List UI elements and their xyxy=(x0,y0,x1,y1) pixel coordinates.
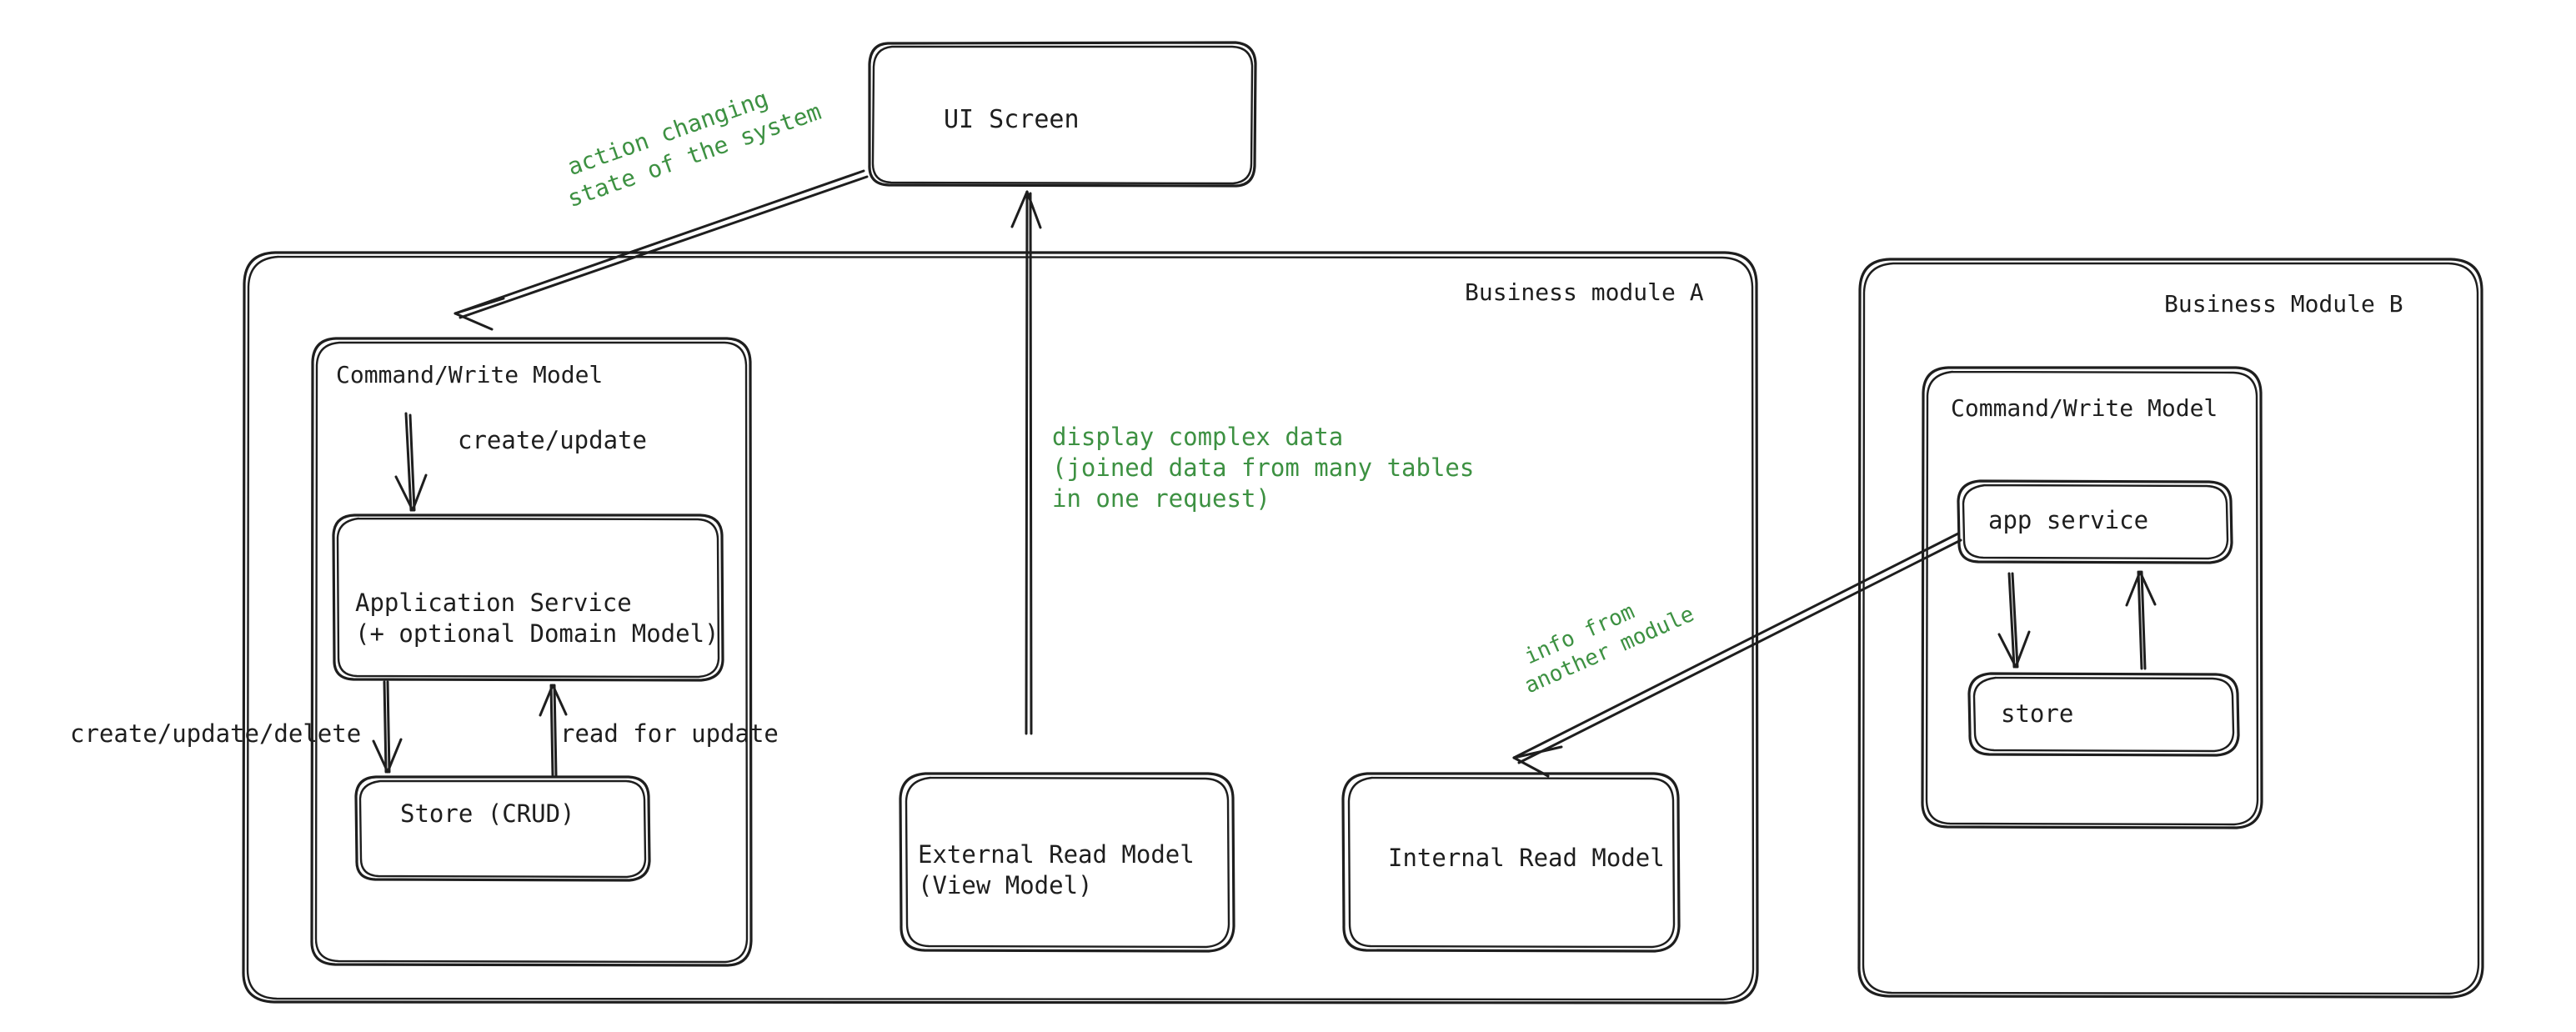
business-module-b-container-shape xyxy=(1857,258,2484,999)
arrow-create-update xyxy=(394,412,428,512)
module-b-command-write-container-shape xyxy=(1921,366,2263,829)
business-module-a-title: Business module A xyxy=(1465,278,1704,306)
arrow-create-update-delete xyxy=(372,680,403,774)
module-a-command-write-model-label: Command/Write Model xyxy=(336,361,604,388)
module-b-command-write-model-label: Command/Write Model xyxy=(1951,394,2218,422)
internal-read-model-label: Internal Read Model xyxy=(1388,844,1665,872)
store-label: store xyxy=(2001,699,2074,728)
external-read-model-label-line1: External Read Model xyxy=(918,840,1195,869)
create-update-delete-edge-label: create/update/delete xyxy=(70,719,362,748)
ui-screen-label: UI Screen xyxy=(944,105,1080,134)
application-service-label-line1: Application Service xyxy=(355,589,632,617)
application-service-label-line2: (+ optional Domain Model) xyxy=(355,619,719,648)
display-complex-data-label-line3: in one request) xyxy=(1052,484,1270,513)
store-crud-label: Store (CRUD) xyxy=(400,799,575,828)
arrow-b-store-to-app-service xyxy=(2125,570,2157,670)
arrow-display-complex-data xyxy=(1010,190,1042,735)
business-module-b-title: Business Module B xyxy=(2164,290,2403,318)
read-for-update-edge-label: read for update xyxy=(560,719,779,748)
display-complex-data-label-line1: display complex data xyxy=(1052,423,1344,451)
arrow-action-changing-state xyxy=(454,169,869,331)
app-service-label: app service xyxy=(1988,506,2149,534)
create-update-edge-label: create/update xyxy=(458,426,647,454)
external-read-model-label-line2: (View Model) xyxy=(918,871,1093,899)
arrow-b-app-service-to-store xyxy=(1997,572,2031,669)
display-complex-data-label-line2: (joined data from many tables xyxy=(1052,453,1475,482)
